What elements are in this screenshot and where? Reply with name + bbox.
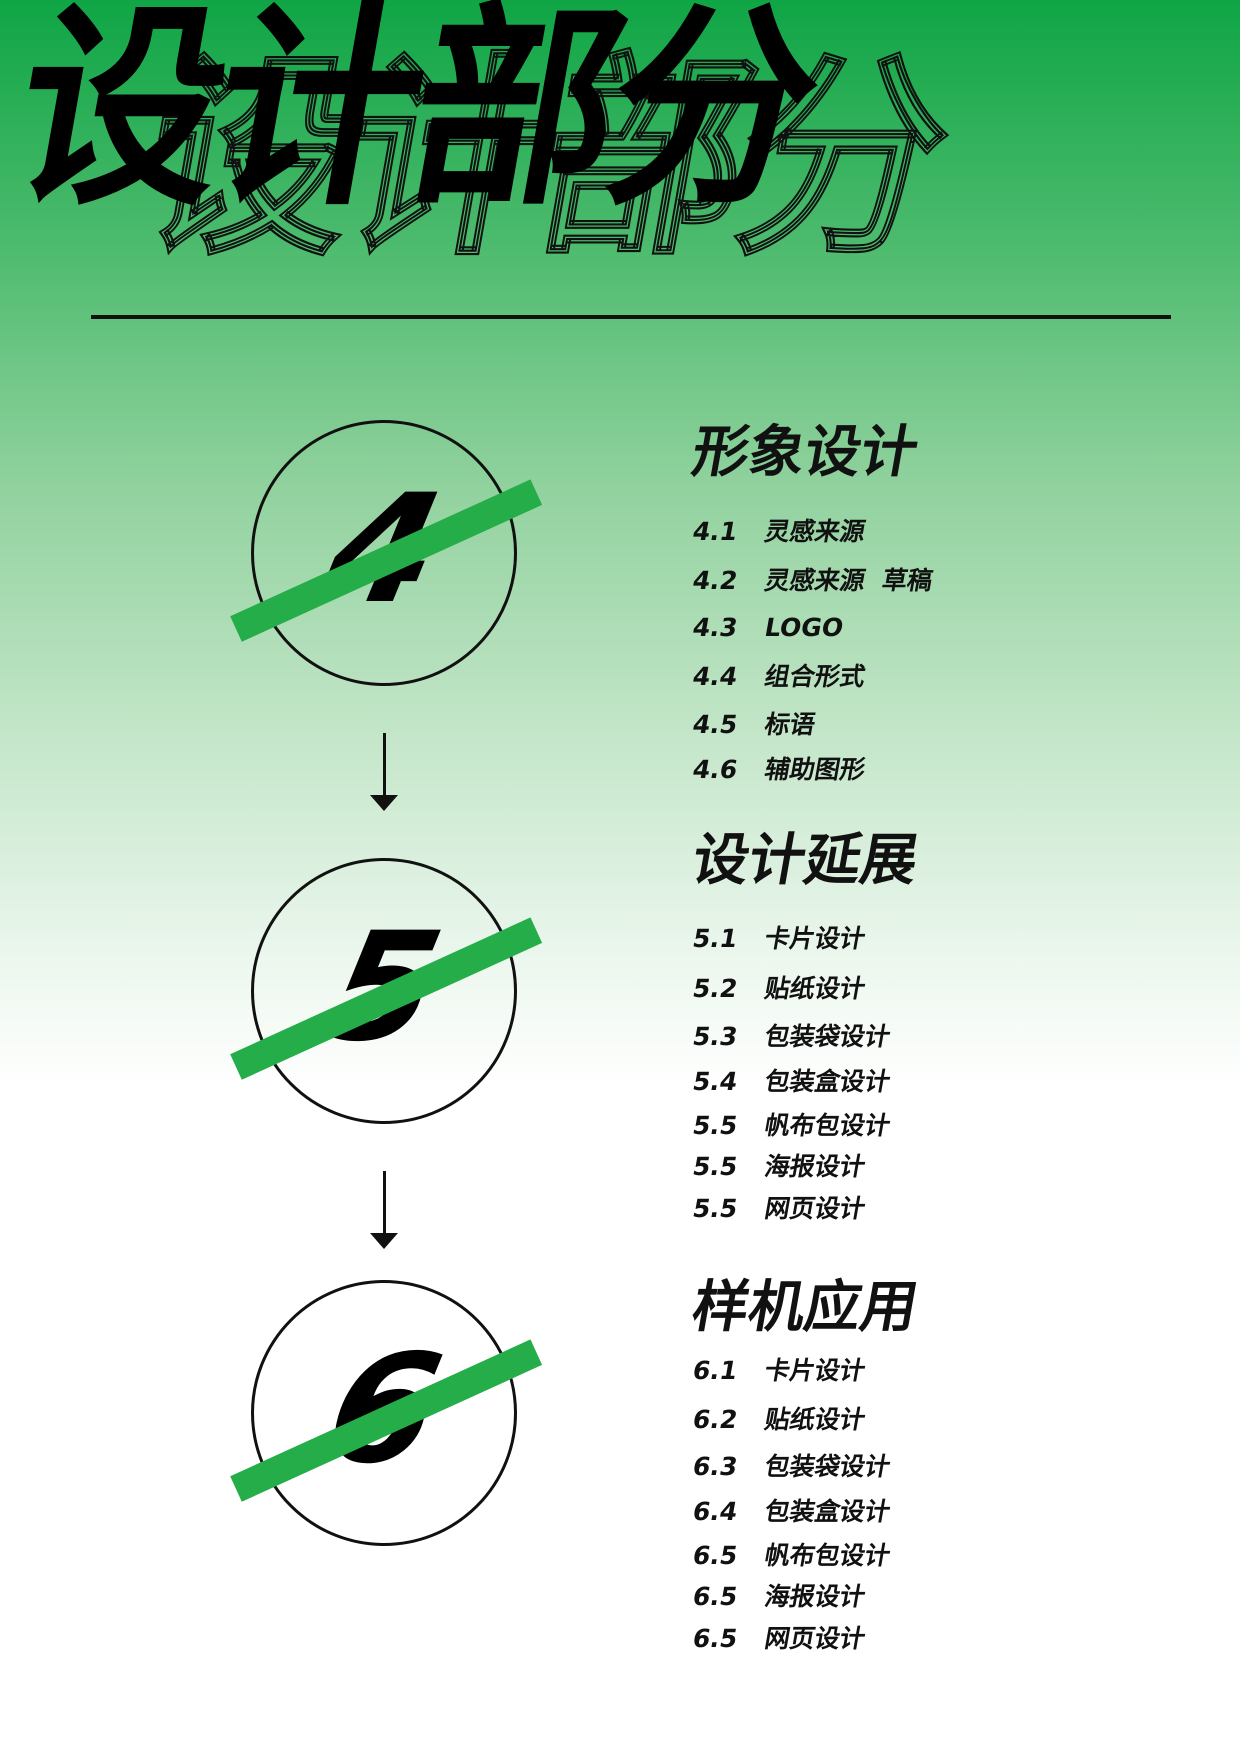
item-number: 6.1 bbox=[690, 1356, 740, 1385]
list-item: 5.4 包装盒设计 bbox=[690, 1067, 893, 1096]
section-heading: 形象设计 bbox=[687, 420, 923, 485]
list-item: 6.5 海报设计 bbox=[690, 1582, 868, 1611]
item-label: 包装盒设计 bbox=[762, 1497, 893, 1526]
list-item: 5.3 包装袋设计 bbox=[690, 1022, 893, 1051]
list-item: 4.4 组合形式 bbox=[690, 662, 868, 691]
item-label: 组合形式 bbox=[762, 662, 868, 691]
item-number: 4.4 bbox=[690, 662, 740, 691]
item-number: 5.4 bbox=[690, 1067, 740, 1096]
list-item: 5.5 海报设计 bbox=[690, 1152, 868, 1181]
item-number: 5.5 bbox=[690, 1111, 740, 1140]
item-label: 标语 bbox=[762, 710, 818, 739]
item-label: 卡片设计 bbox=[762, 1356, 868, 1385]
item-number: 4.5 bbox=[690, 710, 740, 739]
list-item: 4.1 灵感来源 bbox=[690, 517, 868, 546]
arrow-down-icon bbox=[370, 1233, 398, 1249]
item-number: 6.5 bbox=[690, 1624, 740, 1653]
list-item: 6.5 帆布包设计 bbox=[690, 1541, 893, 1570]
item-label: 灵感来源 bbox=[762, 517, 868, 546]
page-title: 设计部分 bbox=[0, 0, 831, 235]
item-label: 包装盒设计 bbox=[762, 1067, 893, 1096]
item-number: 6.5 bbox=[690, 1541, 740, 1570]
item-label: 海报设计 bbox=[762, 1582, 868, 1611]
item-label: 辅助图形 bbox=[762, 755, 868, 784]
item-label: 包装袋设计 bbox=[762, 1452, 893, 1481]
list-item: 6.3 包装袋设计 bbox=[690, 1452, 893, 1481]
item-label: 贴纸设计 bbox=[762, 1405, 868, 1434]
item-label: 包装袋设计 bbox=[762, 1022, 893, 1051]
item-number: 5.1 bbox=[690, 924, 740, 953]
list-item: 5.5 帆布包设计 bbox=[690, 1111, 893, 1140]
item-number: 6.2 bbox=[690, 1405, 740, 1434]
list-item: 5.2 贴纸设计 bbox=[690, 974, 868, 1003]
item-label: 网页设计 bbox=[762, 1194, 868, 1223]
item-label: 网页设计 bbox=[762, 1624, 868, 1653]
item-number: 4.3 bbox=[690, 613, 740, 642]
item-number: 5.2 bbox=[690, 974, 740, 1003]
arrow-down-line bbox=[383, 1171, 386, 1237]
list-item: 6.1 卡片设计 bbox=[690, 1356, 868, 1385]
list-item: 5.1 卡片设计 bbox=[690, 924, 868, 953]
list-item: 6.2 贴纸设计 bbox=[690, 1405, 868, 1434]
item-number: 6.3 bbox=[690, 1452, 740, 1481]
item-number: 4.1 bbox=[690, 517, 740, 546]
item-label: 贴纸设计 bbox=[762, 974, 868, 1003]
list-item: 6.5 网页设计 bbox=[690, 1624, 868, 1653]
step-circle bbox=[251, 420, 517, 686]
step-circle bbox=[251, 858, 517, 1124]
item-label: 灵感来源 草稿 bbox=[762, 566, 935, 595]
title-divider bbox=[91, 315, 1171, 319]
item-label: 帆布包设计 bbox=[762, 1541, 893, 1570]
item-number: 5.5 bbox=[690, 1194, 740, 1223]
list-item: 4.5 标语 bbox=[690, 710, 818, 739]
section-heading: 样机应用 bbox=[687, 1275, 923, 1340]
list-item: 4.6 辅助图形 bbox=[690, 755, 868, 784]
item-label: 海报设计 bbox=[762, 1152, 868, 1181]
list-item: 4.2 灵感来源 草稿 bbox=[690, 566, 935, 595]
step-circle bbox=[251, 1280, 517, 1546]
item-number: 4.6 bbox=[690, 755, 740, 784]
item-number: 5.5 bbox=[690, 1152, 740, 1181]
list-item: 5.5 网页设计 bbox=[690, 1194, 868, 1223]
list-item: 6.4 包装盒设计 bbox=[690, 1497, 893, 1526]
item-number: 5.3 bbox=[690, 1022, 740, 1051]
item-label: 卡片设计 bbox=[762, 924, 868, 953]
arrow-down-icon bbox=[370, 795, 398, 811]
list-item: 4.3 LOGO bbox=[690, 613, 846, 642]
arrow-down-line bbox=[383, 733, 386, 799]
item-number: 4.2 bbox=[690, 566, 740, 595]
item-number: 6.4 bbox=[690, 1497, 740, 1526]
item-number: 6.5 bbox=[690, 1582, 740, 1611]
item-label: 帆布包设计 bbox=[762, 1111, 893, 1140]
item-label: LOGO bbox=[762, 613, 846, 642]
section-heading: 设计延展 bbox=[687, 828, 923, 893]
